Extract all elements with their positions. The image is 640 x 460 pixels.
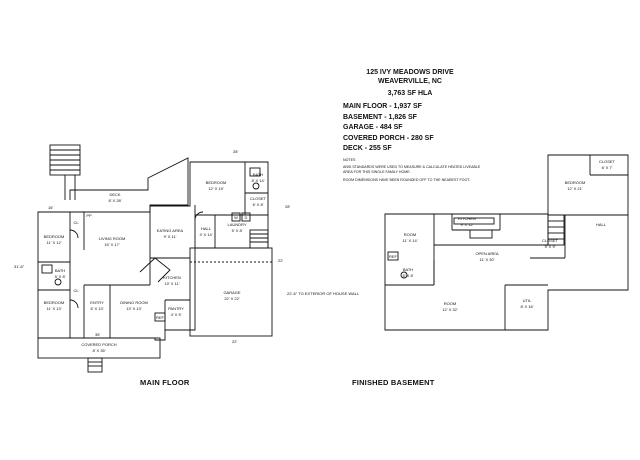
- dim-bottom-left: 35': [95, 332, 100, 337]
- notes-block: NOTES ANSI STANDARDS WERE USED TO MEASUR…: [343, 158, 543, 183]
- ref-label: REF: [156, 315, 165, 320]
- area-summary: MAIN FLOOR - 1,937 SF BASEMENT - 1,826 S…: [343, 102, 434, 155]
- closet-1-label: CLOSET: [250, 196, 267, 201]
- base-bath-dim: 5' X 8': [403, 273, 414, 278]
- dim-deck-right: 28': [285, 204, 290, 209]
- notes-line-1: ANSI STANDARDS WERE USED TO MEASURE & CA…: [343, 165, 481, 169]
- washer-label: W: [234, 215, 238, 220]
- base-ref-label: REF: [389, 254, 398, 259]
- hall-dim: 4' X 14': [199, 232, 212, 237]
- main-floor-caption: MAIN FLOOR: [140, 378, 190, 387]
- base-bedroom-label: BEDROOM: [565, 180, 586, 185]
- address-line-2: WEAVERVILLE, NC: [378, 78, 442, 85]
- garage-exterior-note: 22'-6" TO EXTERIOR OF HOUSE WALL: [287, 291, 360, 296]
- dryer-label: D: [245, 215, 248, 220]
- entry-dim: 6' X 13': [90, 306, 103, 311]
- main-floor-outline: [37, 161, 269, 341]
- base-room-2-label: ROOM: [444, 301, 456, 306]
- dim-top: 28': [233, 149, 238, 154]
- base-hall-label: HALL: [596, 222, 607, 227]
- bedroom-1-dim: 12' X 15': [208, 186, 224, 191]
- base-closet-2-dim: 5' X 9': [545, 244, 556, 249]
- deck-dim: 8' X 28': [108, 198, 121, 203]
- dining-room-label: DINING ROOM: [120, 300, 148, 305]
- closet-label-a: CL: [73, 220, 79, 225]
- pp-label: PP: [86, 213, 92, 218]
- area-covered-porch: COVERED PORCH - 280 SF: [343, 134, 434, 142]
- laundry-label: LAUNDRY: [227, 222, 246, 227]
- bath-2-label: BATH: [55, 268, 65, 273]
- address-block: 125 IVY MEADOWS DRIVE WEAVERVILLE, NC 3,…: [330, 68, 490, 98]
- bedroom-1-label: BEDROOM: [206, 180, 227, 185]
- garage-label: GARAGE: [223, 290, 240, 295]
- eating-area-label: EATING AREA: [157, 228, 184, 233]
- base-util-dim: 8' X 16': [520, 304, 533, 309]
- garage-dim: 22' X 22': [224, 296, 240, 301]
- area-garage: GARAGE - 484 SF: [343, 124, 403, 131]
- area-deck: DECK - 255 SF: [343, 145, 392, 152]
- area-main-floor: MAIN FLOOR - 1,937 SF: [343, 103, 422, 110]
- living-room-label: LIVING ROOM: [99, 236, 126, 241]
- hall-label: HALL: [201, 226, 212, 231]
- base-kitchen-label: KITCHEN: [458, 216, 476, 221]
- bedroom-3-label: BEDROOM: [44, 300, 65, 305]
- base-open-area-dim: 11' X 30': [479, 257, 494, 262]
- dim-left-top: 16': [48, 205, 53, 210]
- notes-line-2: AREA FOR THIS SINGLE FAMILY HOME.: [343, 170, 411, 174]
- bath-2-dim: 5' X 8': [55, 274, 66, 279]
- area-basement: BASEMENT - 1,826 SF: [343, 113, 417, 121]
- bath-1-dim: 8' X 14': [251, 178, 264, 183]
- deck-outline: [69, 157, 189, 213]
- closet-1-dim: 6' X 8': [253, 202, 264, 207]
- base-closet-label: CLOSET: [599, 159, 616, 164]
- basement-caption: FINISHED BASEMENT: [352, 378, 435, 387]
- exterior-stairs: [49, 144, 81, 200]
- covered-porch-label: COVERED PORCH: [81, 342, 116, 347]
- dim-garage-right: 22': [278, 258, 283, 263]
- notes-line-3: ROOM DIMENSIONS HAVE BEEN ROUNDED OFF TO…: [343, 178, 471, 182]
- pantry-dim: 4' X 5': [171, 312, 182, 317]
- covered-porch-dim: 8' X 35': [92, 348, 105, 353]
- dining-room-dim: 13' X 13': [126, 306, 142, 311]
- garage-outline: [189, 247, 273, 337]
- base-closet-dim: 6' X 7': [602, 165, 613, 170]
- base-room-1-dim: 11' X 14': [402, 238, 417, 243]
- eating-area-dim: 9' X 11': [164, 234, 177, 239]
- address-line-1: 125 IVY MEADOWS DRIVE: [366, 69, 454, 76]
- base-room-1-label: ROOM: [404, 232, 416, 237]
- bedroom-3-dim: 11' X 13': [46, 306, 61, 311]
- total-area: 3,763 SF HLA: [387, 90, 433, 97]
- base-kitchen-dim: 9' X 12': [460, 222, 473, 227]
- base-closet-2-label: CLOSET: [542, 238, 559, 243]
- bedroom-2-dim: 11' X 12': [46, 240, 61, 245]
- closet-label-b: CL: [73, 288, 79, 293]
- base-open-area-label: OPEN AREA: [475, 251, 498, 256]
- notes-title: NOTES: [343, 158, 356, 162]
- base-bath-label: BATH: [403, 267, 413, 272]
- bedroom-2-label: BEDROOM: [44, 234, 65, 239]
- basement-outline: [384, 154, 629, 331]
- deck-label: DECK: [109, 192, 120, 197]
- kitchen-label: KITCHEN: [163, 275, 181, 280]
- base-util-label: UTIL: [523, 298, 532, 303]
- living-room-dim: 15' X 17': [104, 242, 120, 247]
- base-room-2-dim: 12' X 32': [442, 307, 458, 312]
- kitchen-dim: 10' X 11': [164, 281, 179, 286]
- base-bedroom-dim: 12' X 21': [567, 186, 583, 191]
- bath-1-label: BATH: [253, 172, 263, 177]
- dim-left-side: 31'-6": [14, 264, 25, 269]
- laundry-dim: 5' X 8': [232, 228, 243, 233]
- dim-bottom-right: 22': [232, 339, 237, 344]
- entry-label: ENTRY: [90, 300, 104, 305]
- pantry-label: PANTRY: [168, 306, 184, 311]
